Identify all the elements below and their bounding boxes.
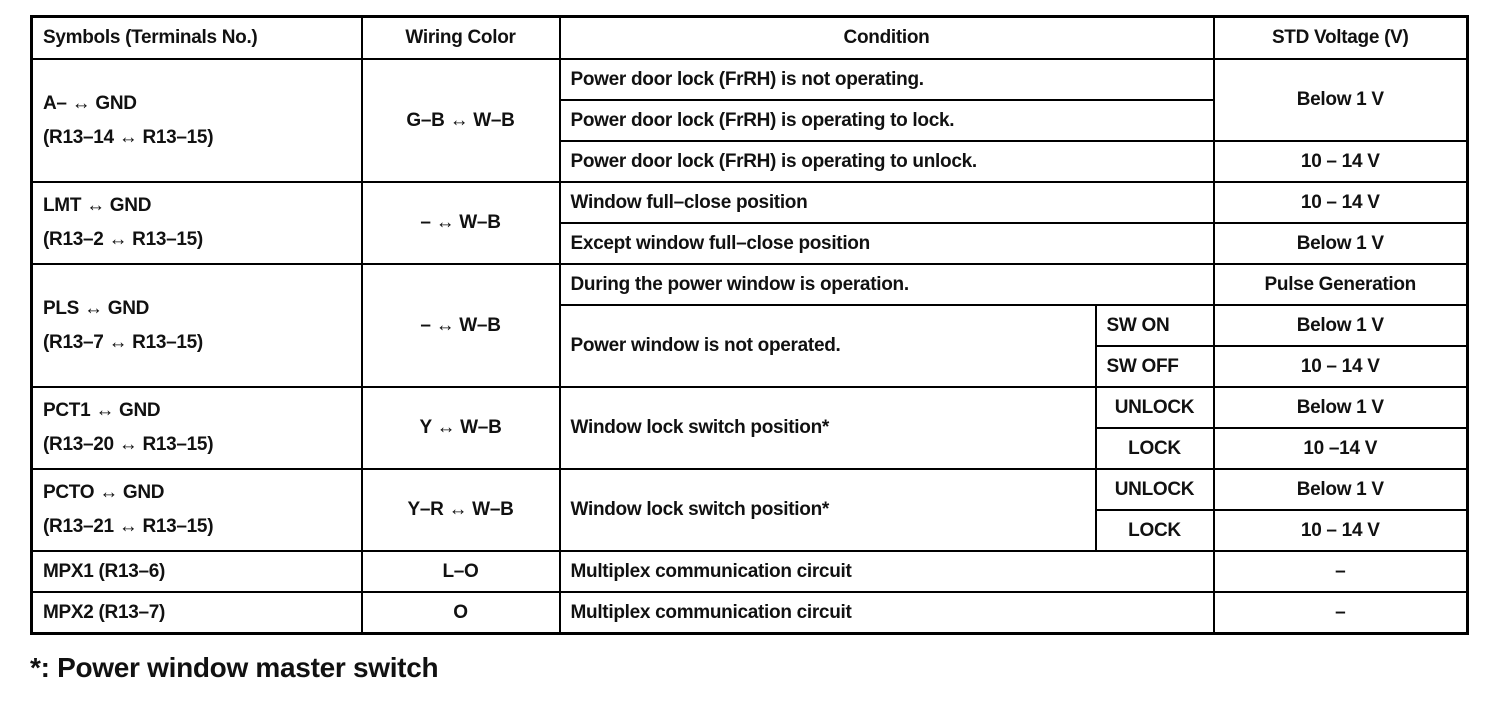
- voltage-cell: Pulse Generation: [1212, 263, 1469, 306]
- symbol-cell: PCTO ↔ GND (R13–21 ↔ R13–15): [30, 468, 363, 552]
- voltage-cell: 10 – 14 V: [1212, 345, 1469, 388]
- table-row: PCTO ↔ GND (R13–21 ↔ R13–15) Y–R ↔ W–B W…: [30, 468, 1469, 552]
- footnote: *: Power window master switch: [30, 652, 439, 683]
- condition-cell: Multiplex communication circuit: [558, 550, 1215, 593]
- table-row: A– ↔ GND (R13–14 ↔ R13–15) G–B ↔ W–B Pow…: [30, 58, 1469, 183]
- condition-cell: Except window full–close position: [558, 222, 1215, 265]
- switch-state-cell: UNLOCK: [1094, 468, 1215, 511]
- condition-cell: During the power window is operation.: [558, 263, 1215, 306]
- switch-state-cell: SW ON: [1094, 304, 1215, 347]
- voltage-cell: –: [1212, 591, 1469, 635]
- symbol-text: PCTO ↔ GND: [43, 482, 165, 503]
- terminal-text: (R13–14 ↔ R13–15): [43, 126, 214, 148]
- terminal-voltage-table: Symbols (Terminals No.) Wiring Color Con…: [30, 15, 1469, 635]
- header-std-voltage: STD Voltage (V): [1212, 15, 1469, 60]
- voltage-cell: 10 – 14 V: [1212, 181, 1469, 224]
- table-row: Except window full–close position Below …: [32, 222, 1469, 265]
- table-header-row: Symbols (Terminals No.) Wiring Color Con…: [30, 15, 1469, 60]
- symbol-cell: PCT1 ↔ GND (R13–20 ↔ R13–15): [30, 386, 363, 470]
- wiring-color-cell: Y ↔ W–B: [360, 386, 561, 470]
- switch-state-cell: SW OFF: [1094, 345, 1215, 388]
- wiring-color-cell: – ↔ W–B: [360, 181, 561, 265]
- condition-cell: Window lock switch position*: [558, 468, 1097, 552]
- symbol-text: A– ↔ GND: [43, 92, 137, 114]
- wiring-color-cell: L–O: [360, 550, 561, 593]
- header-condition: Condition: [558, 15, 1215, 60]
- table-row: SW OFF 10 – 14 V: [32, 345, 1469, 388]
- table-row: Power door lock (FrRH) is operating to l…: [32, 99, 1468, 142]
- table-row: PCT1 ↔ GND (R13–20 ↔ R13–15) Y ↔ W–B Win…: [30, 386, 1469, 470]
- voltage-cell: 10 –14 V: [1212, 427, 1469, 470]
- terminal-text: (R13–21 ↔ R13–15): [43, 516, 214, 537]
- condition-cell: Power window is not operated.: [558, 304, 1097, 388]
- voltage-cell: 10 – 14 V: [1212, 509, 1469, 552]
- voltage-cell: Below 1 V: [1212, 58, 1469, 142]
- voltage-cell: Below 1 V: [1212, 468, 1469, 511]
- symbol-cell: MPX2 (R13–7): [30, 591, 363, 635]
- symbol-cell: MPX1 (R13–6): [30, 550, 363, 593]
- voltage-cell: Below 1 V: [1212, 222, 1469, 265]
- switch-state-cell: UNLOCK: [1094, 386, 1215, 429]
- table-row: PLS ↔ GND (R13–7 ↔ R13–15) – ↔ W–B Durin…: [30, 263, 1469, 388]
- symbol-text: PCT1 ↔ GND: [43, 400, 161, 421]
- voltage-cell: 10 – 14 V: [1212, 140, 1469, 183]
- condition-cell: Power door lock (FrRH) is not operating.: [558, 58, 1215, 101]
- condition-cell: Power door lock (FrRH) is operating to l…: [558, 99, 1215, 142]
- voltage-cell: Below 1 V: [1212, 386, 1469, 429]
- header-wiring-color: Wiring Color: [360, 15, 561, 60]
- table-row: Power door lock (FrRH) is operating to u…: [32, 140, 1469, 183]
- switch-state-cell: LOCK: [1094, 427, 1215, 470]
- terminal-text: (R13–2 ↔ R13–15): [43, 229, 203, 250]
- condition-cell: Window full–close position: [558, 181, 1215, 224]
- wiring-color-cell: G–B ↔ W–B: [360, 58, 561, 183]
- symbol-text: LMT ↔ GND: [43, 195, 152, 216]
- table-row: LOCK 10 – 14 V: [32, 509, 1469, 552]
- table-row: MPX2 (R13–7) O Multiplex communication c…: [30, 591, 1469, 635]
- table-row: MPX1 (R13–6) L–O Multiplex communication…: [30, 550, 1469, 593]
- wiring-color-cell: – ↔ W–B: [360, 263, 561, 388]
- symbol-cell: A– ↔ GND (R13–14 ↔ R13–15): [30, 58, 363, 183]
- wiring-color-cell: Y–R ↔ W–B: [360, 468, 561, 552]
- header-symbols: Symbols (Terminals No.): [30, 15, 363, 60]
- symbol-text: PLS ↔ GND: [43, 297, 150, 319]
- table-row: LOCK 10 –14 V: [32, 427, 1469, 470]
- table-row: LMT ↔ GND (R13–2 ↔ R13–15) – ↔ W–B Windo…: [30, 181, 1469, 265]
- condition-cell: Window lock switch position*: [558, 386, 1097, 470]
- wiring-color-cell: O: [360, 591, 561, 635]
- symbol-cell: PLS ↔ GND (R13–7 ↔ R13–15): [30, 263, 363, 388]
- switch-state-cell: LOCK: [1094, 509, 1215, 552]
- terminal-text: (R13–7 ↔ R13–15): [43, 331, 203, 353]
- voltage-cell: Below 1 V: [1212, 304, 1469, 347]
- voltage-cell: –: [1212, 550, 1469, 593]
- condition-cell: Power door lock (FrRH) is operating to u…: [558, 140, 1215, 183]
- table-row: Power window is not operated. SW ON Belo…: [32, 304, 1469, 388]
- condition-cell: Multiplex communication circuit: [558, 591, 1215, 635]
- terminal-text: (R13–20 ↔ R13–15): [43, 434, 214, 455]
- symbol-cell: LMT ↔ GND (R13–2 ↔ R13–15): [30, 181, 363, 265]
